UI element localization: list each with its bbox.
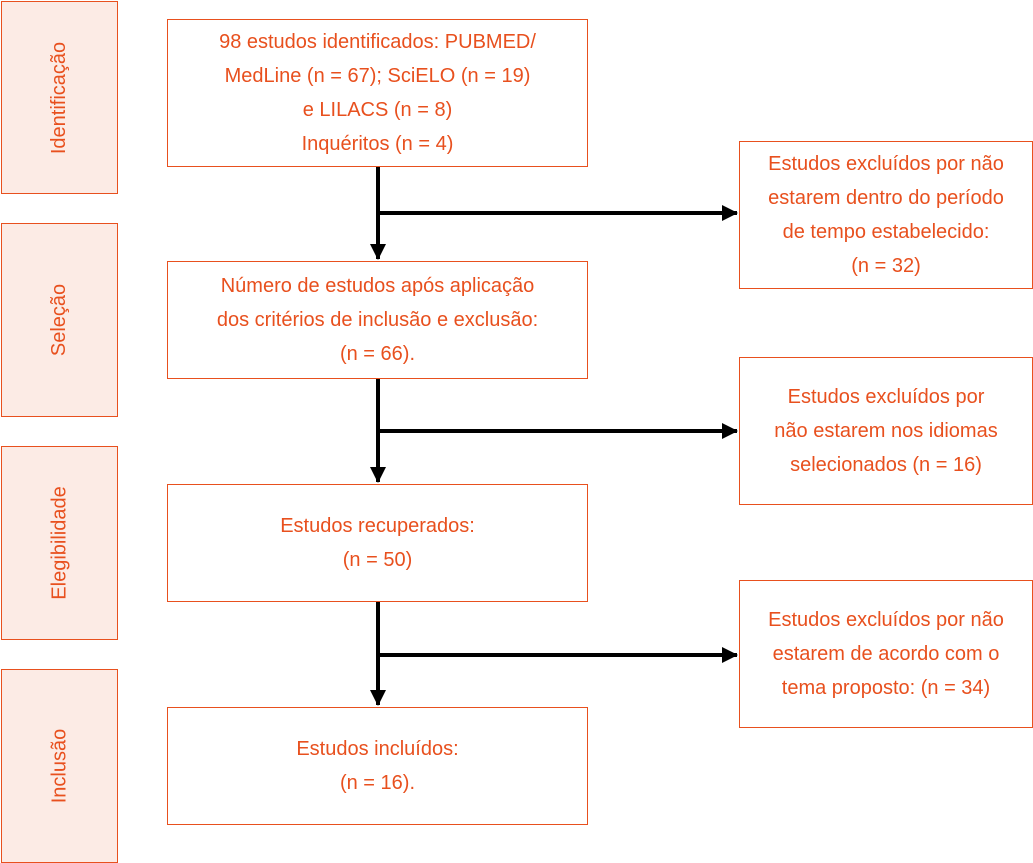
included-studies-box: Estudos incluídos: (n = 16). (167, 707, 588, 825)
box-line: Estudos excluídos por (787, 386, 985, 408)
box-line: tema proposto: (n = 34) (781, 677, 991, 699)
box-line: e LILACS (n = 8) (302, 99, 453, 121)
stage-label: Elegibilidade (48, 486, 71, 600)
stage-label: Seleção (48, 283, 71, 357)
box-line: não estarem nos idiomas (774, 420, 998, 442)
box-line: (n = 32) (851, 255, 921, 277)
excluded-language-box: Estudos excluídos por não estarem nos id… (739, 357, 1033, 505)
stage-elegibilidade: Elegibilidade (1, 446, 118, 640)
box-line: Estudos incluídos: (296, 738, 459, 760)
stage-selecao: Seleção (1, 223, 118, 417)
box-line: estarem dentro do período (768, 187, 1004, 209)
stage-identificacao: Identificação (1, 1, 118, 194)
box-line: Número de estudos após aplicação (220, 275, 535, 297)
excluded-period-box: Estudos excluídos por não estarem dentro… (739, 141, 1033, 289)
box-line: dos critérios de inclusão e exclusão: (216, 309, 539, 331)
retrieved-studies-box: Estudos recuperados: (n = 50) (167, 484, 588, 602)
stage-inclusao: Inclusão (1, 669, 118, 863)
box-line: Estudos excluídos por não (768, 609, 1004, 631)
box-line: de tempo estabelecido: (782, 221, 990, 243)
screened-studies-box: Número de estudos após aplicação dos cri… (167, 261, 588, 379)
stage-label: Identificação (48, 41, 71, 154)
box-line: 98 estudos identificados: PUBMED/ (219, 31, 536, 53)
excluded-topic-box: Estudos excluídos por não estarem de aco… (739, 580, 1033, 728)
identified-studies-box: 98 estudos identificados: PUBMED/ MedLin… (167, 19, 588, 167)
box-line: Estudos recuperados: (280, 515, 475, 537)
box-line: (n = 66). (339, 343, 416, 365)
box-line: selecionados (n = 16) (790, 454, 982, 476)
box-line: (n = 50) (342, 549, 413, 571)
box-line: (n = 16). (339, 772, 416, 794)
box-line: estarem de acordo com o (772, 643, 1000, 665)
box-line: MedLine (n = 67); SciELO (n = 19) (224, 65, 531, 87)
stage-label: Inclusão (48, 728, 71, 804)
box-line: Inquéritos (n = 4) (301, 133, 454, 155)
box-line: Estudos excluídos por não (768, 153, 1004, 175)
